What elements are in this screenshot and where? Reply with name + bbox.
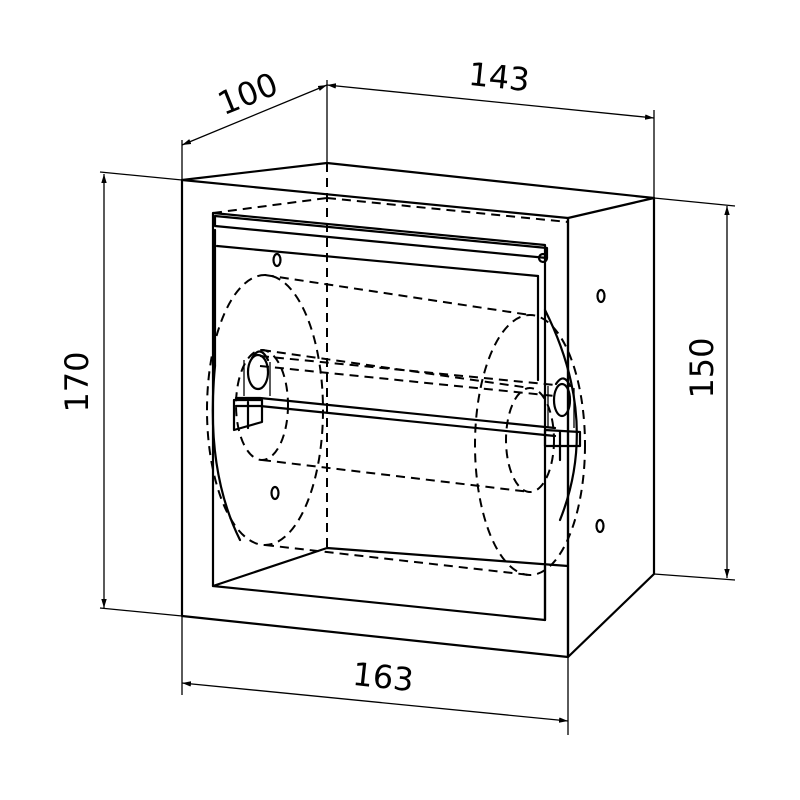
mounting-hole-icon [272, 252, 282, 268]
label-depth: 100 [212, 65, 283, 123]
box-body [180, 161, 656, 659]
top-back-edge [180, 161, 656, 200]
mounting-hole-icon [596, 288, 606, 304]
cover-hinge-icon [537, 252, 549, 264]
label-outer-width: 163 [351, 655, 416, 699]
roll-right-end [474, 314, 586, 576]
cover-plate [213, 214, 549, 382]
toilet-roll-outline [206, 274, 586, 576]
dim-line-outer-width [181, 681, 569, 723]
left-bracket [232, 350, 271, 432]
inner-bottom-edge [211, 546, 570, 588]
right-bracket [543, 377, 582, 462]
dimension-lines [99, 80, 736, 735]
right-side-panel [566, 196, 656, 659]
dim-line-depth [181, 84, 328, 146]
roll-right-core [505, 387, 555, 493]
mounting-hole-icon [270, 485, 280, 501]
mounting-hole-icon [595, 518, 605, 534]
dim-line-inner-width [326, 83, 655, 120]
mounting-holes [270, 252, 606, 534]
holder-rod [232, 350, 582, 462]
label-inner-height: 150 [683, 337, 721, 398]
roll-visible-edges [211, 308, 578, 542]
label-inner-width: 143 [467, 55, 532, 99]
dimension-labels: 100 143 170 150 163 [58, 55, 721, 699]
label-outer-height: 170 [58, 351, 96, 412]
cover-top-bar [213, 214, 549, 260]
